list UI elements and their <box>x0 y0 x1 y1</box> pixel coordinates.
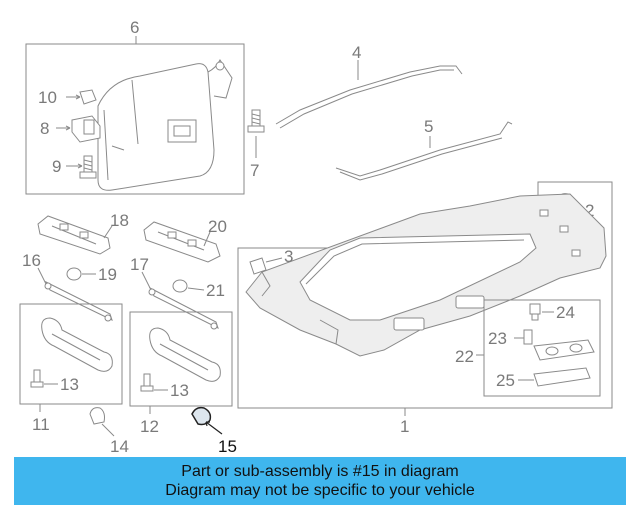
label-4[interactable]: 4 <box>352 43 361 62</box>
clip-part-3[interactable] <box>249 257 283 275</box>
label-24[interactable]: 24 <box>556 303 575 322</box>
clip-part-10[interactable] <box>66 89 97 105</box>
label-7[interactable]: 7 <box>250 161 259 180</box>
headliner-part-1[interactable] <box>245 193 607 357</box>
label-5[interactable]: 5 <box>424 117 433 136</box>
clip-part-19[interactable] <box>66 267 96 281</box>
screw-part-13b[interactable] <box>140 373 168 392</box>
assist-grip-part-11[interactable] <box>41 317 113 372</box>
label-13b[interactable]: 13 <box>170 381 189 400</box>
cap-part-24[interactable] <box>529 303 554 321</box>
banner-line-2: Diagram may not be specific to your vehi… <box>165 482 475 499</box>
molding-part-5[interactable] <box>335 121 513 181</box>
lens-part-25[interactable] <box>518 367 591 387</box>
rod-part-16[interactable] <box>37 267 113 322</box>
label-19[interactable]: 19 <box>98 265 117 284</box>
label-11[interactable]: 11 <box>32 415 50 434</box>
label-15[interactable]: 15 <box>218 437 237 456</box>
label-25[interactable]: 25 <box>496 371 515 390</box>
lamp-assembly[interactable] <box>533 339 595 361</box>
label-23[interactable]: 23 <box>488 329 507 348</box>
group-box-11 <box>19 303 123 405</box>
label-16[interactable]: 16 <box>22 251 41 270</box>
bracket-part-20[interactable] <box>143 221 221 263</box>
label-17[interactable]: 17 <box>130 255 149 274</box>
group-box-6 <box>25 43 245 195</box>
group-box-22 <box>483 299 601 397</box>
group-box-12 <box>129 311 233 407</box>
label-14[interactable]: 14 <box>110 437 129 456</box>
clip-part-14[interactable] <box>89 407 115 437</box>
label-12[interactable]: 12 <box>140 417 159 436</box>
rod-part-17[interactable] <box>141 271 219 330</box>
screw-part-9[interactable] <box>66 155 97 179</box>
clip-part-21[interactable] <box>172 279 205 293</box>
label-21[interactable]: 21 <box>206 281 225 300</box>
banner-line-1: Part or sub-assembly is #15 in diagram <box>181 463 459 480</box>
screw-part-13a[interactable] <box>30 369 58 388</box>
label-1[interactable]: 1 <box>400 417 409 436</box>
label-6[interactable]: 6 <box>130 18 139 37</box>
label-10[interactable]: 10 <box>38 88 57 107</box>
label-13a[interactable]: 13 <box>60 375 79 394</box>
bulb-part-23[interactable] <box>514 329 533 345</box>
label-20[interactable]: 20 <box>208 217 227 236</box>
label-8[interactable]: 8 <box>40 119 49 138</box>
parts-diagram: 6 10 8 9 7 <box>19 18 613 456</box>
label-3[interactable]: 3 <box>284 247 293 266</box>
sun-visor-part[interactable] <box>97 59 233 191</box>
label-2[interactable]: 2 <box>585 201 594 220</box>
molding-part-4[interactable] <box>275 60 463 129</box>
bracket-part-18[interactable] <box>37 215 113 255</box>
bracket-part-8[interactable] <box>56 115 101 143</box>
assist-grip-part-12[interactable] <box>149 327 221 382</box>
label-18[interactable]: 18 <box>110 211 129 230</box>
screw-part-7[interactable] <box>247 109 265 158</box>
info-banner: Part or sub-assembly is #15 in diagram D… <box>14 457 626 505</box>
label-22[interactable]: 22 <box>455 347 474 366</box>
cap-part-15[interactable] <box>191 406 223 435</box>
label-9[interactable]: 9 <box>52 157 61 176</box>
